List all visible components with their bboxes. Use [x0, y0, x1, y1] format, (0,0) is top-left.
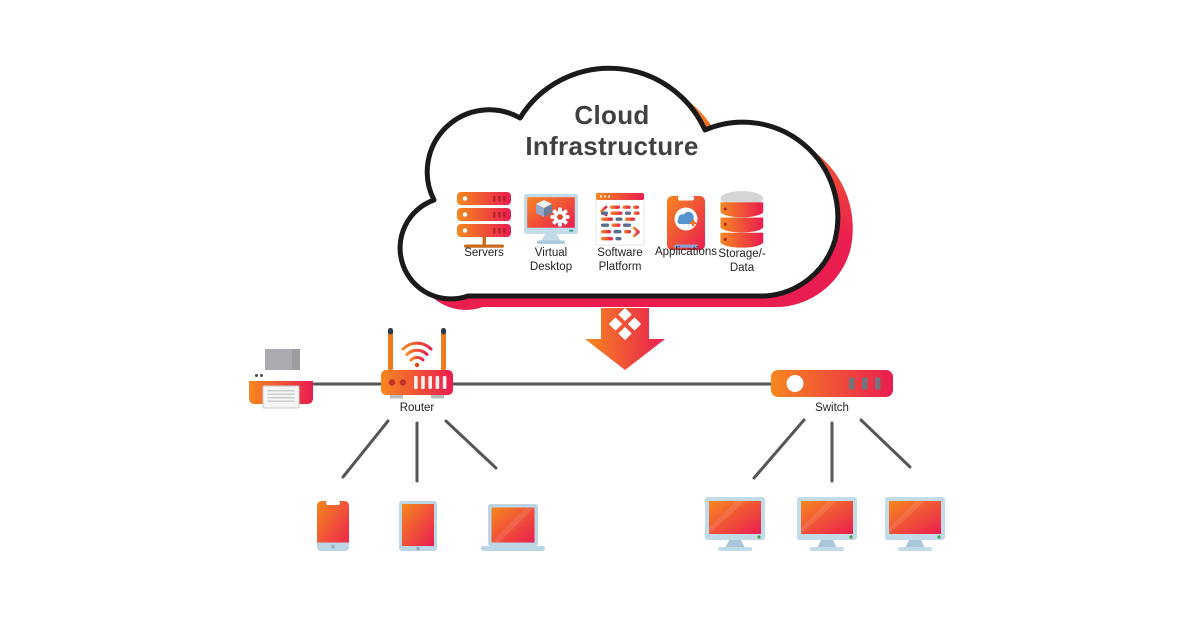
applications-icon [667, 196, 705, 250]
virtual-desktop-icon [524, 194, 578, 244]
monitor-icon [797, 497, 857, 551]
label-switch: Switch [815, 402, 849, 414]
monitor-icon [885, 497, 945, 551]
code-chevron-right-icon [632, 226, 640, 238]
wifi-icon [401, 341, 433, 368]
label-servers: Servers [464, 247, 504, 259]
label-storage-data: Storage/- Data [718, 248, 766, 274]
servers-icon [457, 192, 511, 248]
cloud-app-icon [677, 211, 697, 227]
switch-icon [771, 370, 893, 397]
smartphone-icon [317, 501, 349, 551]
monitor-icon [705, 497, 765, 551]
cloud-link-arrow-icon [585, 307, 665, 370]
gear-icon [550, 207, 570, 227]
label-router: Router [399, 402, 435, 414]
link-router-smartphone [341, 419, 390, 479]
connection-lines [312, 382, 912, 483]
router-icon [381, 328, 453, 399]
label-applications: Applications [654, 246, 717, 258]
storage-data-icon [720, 190, 764, 248]
diagram-title: Cloud Infrastructure [525, 100, 699, 161]
code-lines [601, 205, 640, 241]
laptop-icon [481, 504, 545, 551]
label-virtual-desktop: Virtual Desktop [529, 247, 573, 273]
cube-icon [536, 200, 552, 217]
link-switch-monitor-3 [859, 418, 912, 469]
tablet-icon [399, 501, 437, 551]
link-switch-monitor-1 [752, 418, 806, 480]
label-software-platform: Software Platform [597, 247, 643, 273]
printer-icon [249, 349, 313, 409]
software-platform-icon [595, 192, 645, 246]
link-router-laptop [444, 419, 498, 470]
